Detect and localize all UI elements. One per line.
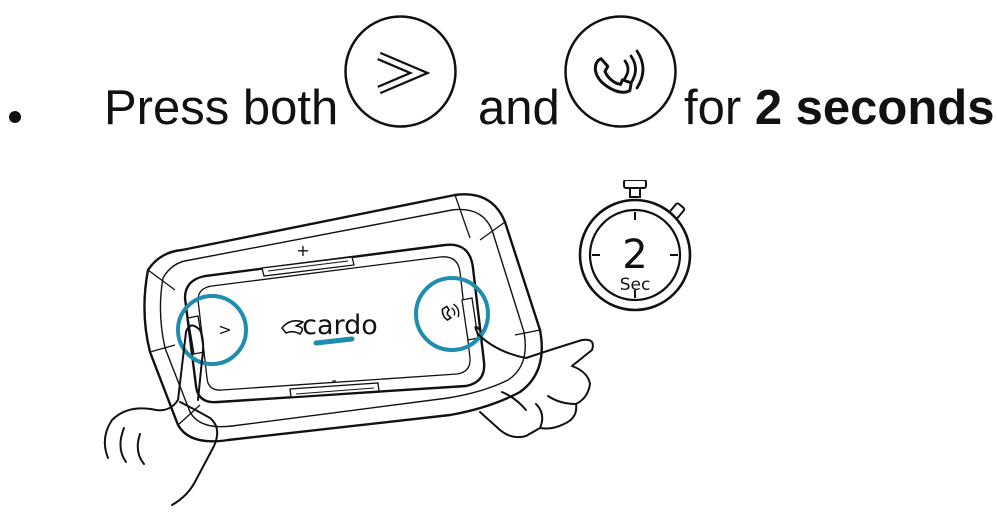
right-hand [474,325,594,439]
device-body [183,243,486,404]
led-indicator [313,336,355,346]
timer-number: 2 [622,232,647,278]
cardo-logo-mark [281,320,304,335]
device-phone-icon [441,303,460,322]
for-text: for [684,81,742,135]
bullet-point [9,111,21,123]
press-both-text: Press both [104,81,339,135]
phone-call-icon [564,15,677,128]
left-button-symbol: > [218,320,231,339]
top-button-symbol: + [296,241,309,260]
left-hand [103,324,219,506]
left-button-highlight [176,294,248,366]
brand-label: cardo [302,310,378,341]
instruction-line: Press both and for 2 seconds [0,0,997,150]
right-button-highlight [414,276,490,352]
and-text: and [478,81,560,135]
duration-text: 2 seconds [754,81,995,135]
timer-unit: Sec [620,275,651,295]
for-duration-text: for 2 seconds [684,84,994,133]
device-illustration: + - > cardo [103,193,594,506]
stopwatch-icon: 2 Sec [578,180,692,312]
bottom-button-symbol: - [331,373,336,389]
chevron-right-icon [344,15,457,128]
